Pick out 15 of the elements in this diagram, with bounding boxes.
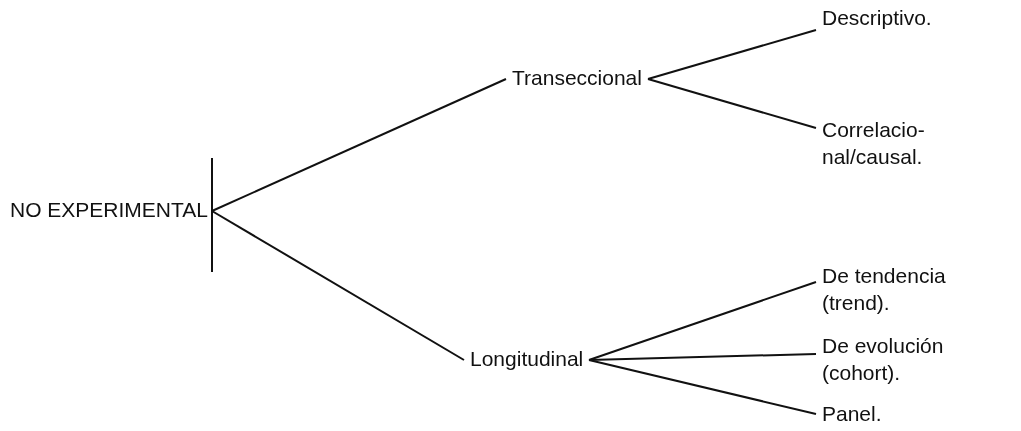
branch-label: Transeccional bbox=[512, 64, 642, 92]
connector-line bbox=[211, 78, 507, 212]
connector-line bbox=[647, 78, 817, 129]
branch-label: Panel. bbox=[822, 400, 882, 428]
connector-line bbox=[588, 359, 817, 415]
branch-label: De evolución (cohort). bbox=[822, 332, 982, 387]
branch-label: Descriptivo. bbox=[822, 4, 932, 32]
connector-line bbox=[588, 353, 817, 361]
connector-line bbox=[588, 281, 817, 361]
connector-line bbox=[211, 210, 465, 361]
branch-label: NO EXPERIMENTAL bbox=[10, 196, 208, 224]
branch-label: Longitudinal bbox=[470, 345, 584, 373]
branch-label: Correlacio- nal/causal. bbox=[822, 116, 942, 171]
branch-label: De tendencia (trend). bbox=[822, 262, 972, 317]
connector-line bbox=[647, 29, 817, 80]
